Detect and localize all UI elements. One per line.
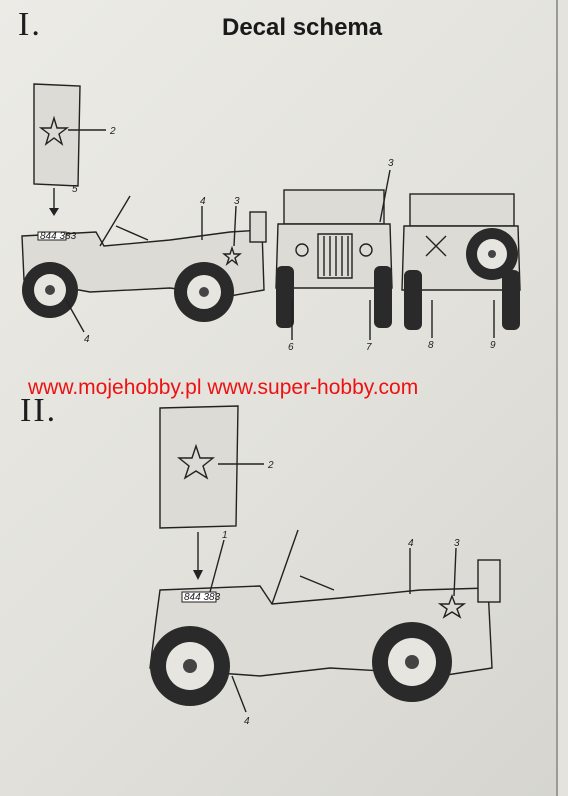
s1-jeep-front-view: 3 6 7	[275, 158, 394, 353]
s1-callout-4: 4	[200, 196, 206, 207]
section-one-label: I.	[18, 6, 42, 43]
s1-callout-3: 3	[234, 196, 240, 207]
s2-callout-3: 3	[454, 538, 460, 549]
s1-callout-2: 2	[109, 126, 116, 137]
page-title: Decal schema	[222, 14, 383, 41]
s1-callout-9: 9	[490, 340, 496, 351]
s1-jeep-side-view: 844 383 4 3 4	[21, 195, 267, 345]
s1-hood-plate: 844 383	[40, 231, 77, 242]
s1-callout-5: 5	[72, 184, 78, 195]
s1-callout-3b: 3	[388, 158, 394, 169]
s2-callout-4b: 4	[244, 716, 250, 727]
section-two-label: II.	[20, 392, 58, 429]
s1-jeep-rear-view: 8 9	[401, 193, 521, 351]
s1-hood-panel: 2 5	[33, 83, 116, 216]
s1-callout-6: 6	[288, 342, 294, 353]
s2-callout-1: 1	[222, 530, 228, 541]
s2-jeep-side-view: 844 383 1 4 3 4	[149, 529, 501, 727]
s1-hood-star-icon	[38, 115, 70, 146]
s1-callout-8: 8	[428, 340, 434, 351]
s2-hood-panel: 2	[159, 405, 274, 580]
decal-diagram: 2 5 844 383 4 3 4 3 6 7	[21, 83, 521, 727]
s1-callout-7: 7	[366, 342, 372, 353]
s2-callout-2: 2	[267, 460, 274, 471]
watermark-text: www.mojehobby.pl www.super-hobby.com	[28, 376, 419, 399]
s2-hood-star-icon	[177, 443, 215, 480]
s1-callout-4b: 4	[84, 334, 90, 345]
s2-hood-plate: 844 383	[184, 592, 221, 603]
s2-callout-4: 4	[408, 538, 414, 549]
